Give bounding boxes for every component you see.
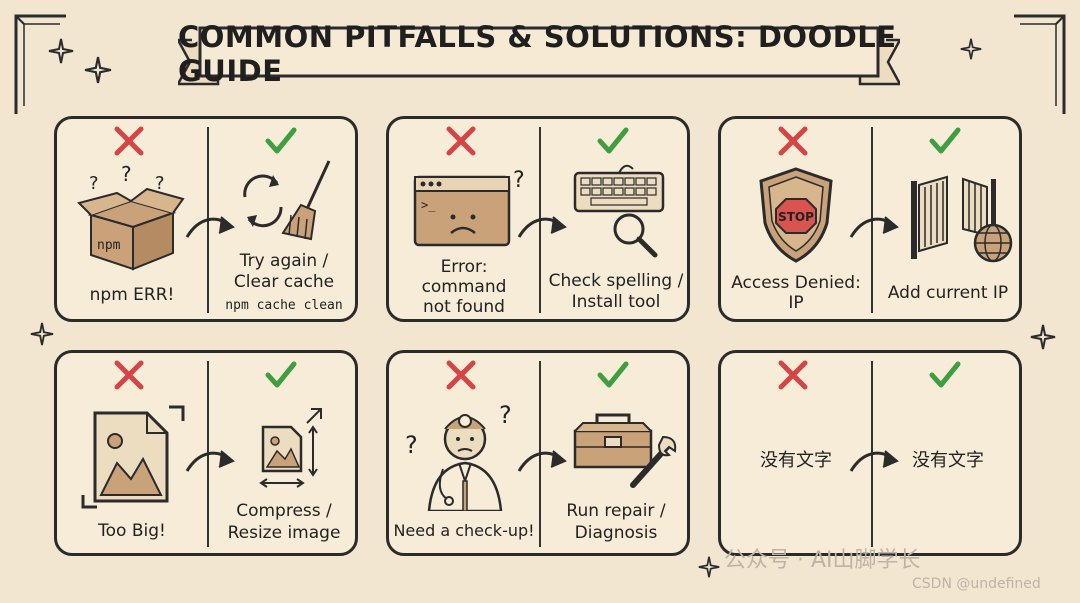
pitfall-card-checkup: ? ? Need a check-up! (386, 350, 690, 556)
svg-text:npm: npm (97, 238, 121, 253)
svg-text:?: ? (499, 401, 512, 429)
solution-panel: Try again / Clear cache npm cache clean (209, 119, 359, 319)
sparkle-icon (48, 38, 74, 64)
solution-label-line2: Clear cache (233, 272, 335, 292)
pitfall-card-npm: ? ? ? npm npm ERR! (54, 116, 358, 322)
cross-mark-icon (778, 126, 808, 156)
solution-panel: Add current IP (873, 119, 1023, 319)
check-mark-icon (265, 361, 297, 388)
cross-mark-icon (114, 360, 144, 390)
doctor-icon: ? ? (405, 401, 512, 511)
solution-label-line1: Check spelling / (548, 271, 684, 291)
large-image-icon (81, 405, 185, 509)
corner-ornament-top-left (14, 14, 66, 114)
refresh-broom-icon (243, 160, 331, 241)
cross-mark-icon (114, 126, 144, 156)
solution-panel: Check spelling / Install tool (541, 119, 691, 319)
toolbox-icon (573, 413, 677, 488)
solution-label-line2: Install tool (571, 292, 661, 312)
box-icon: ? ? ? npm (77, 163, 185, 271)
problem-panel: ? ? ? npm npm ERR! (57, 119, 207, 319)
svg-text:?: ? (89, 173, 99, 194)
solution-label-line1: Try again / (239, 251, 329, 271)
sparkle-icon (1030, 324, 1056, 350)
problem-panel: >_ ? Error: command not found (389, 119, 539, 319)
sparkle-icon (30, 322, 54, 346)
problem-panel: 没有文字 (721, 353, 871, 553)
sparkle-icon (960, 38, 982, 60)
svg-text:?: ? (121, 163, 132, 186)
page-title: COMMON PITFALLS & SOLUTIONS: DOODLE GUID… (178, 20, 897, 88)
cross-mark-icon (778, 360, 808, 390)
pitfall-card-access: STOP Access Denied: IP Add current IP (718, 116, 1022, 322)
arrow-right-icon (517, 216, 567, 238)
svg-text:>_: >_ (421, 198, 436, 212)
problem-label-line1: Error: (440, 257, 488, 277)
arrow-right-icon (849, 450, 899, 472)
svg-text:?: ? (513, 168, 525, 193)
check-mark-icon (929, 361, 961, 388)
problem-label-line2: IP (788, 293, 804, 313)
gate-globe-icon (911, 175, 1013, 263)
sparkle-icon (698, 556, 720, 578)
check-mark-icon (597, 361, 629, 388)
arrow-right-icon (185, 450, 235, 472)
solution-label-line1: Run repair / (566, 501, 666, 521)
solution-panel: 没有文字 (873, 353, 1023, 553)
problem-label: Need a check-up! (393, 521, 535, 540)
solution-label-line2: Resize image (227, 523, 341, 543)
svg-text:?: ? (155, 173, 165, 194)
title-banner (178, 26, 900, 86)
solution-label-line1: Compress / (236, 501, 332, 521)
arrow-right-icon (517, 450, 567, 472)
stop-sign-text: STOP (778, 210, 814, 224)
problem-label-line2: command (421, 277, 507, 297)
solution-label: 没有文字 (912, 450, 984, 471)
corner-ornament-top-right (1014, 14, 1066, 114)
pitfall-card-empty: 没有文字 没有文字 (718, 350, 1022, 556)
problem-panel: STOP Access Denied: IP (721, 119, 871, 319)
solution-label: Add current IP (887, 283, 1009, 303)
arrow-right-icon (185, 216, 235, 238)
problem-label: npm ERR! (89, 285, 175, 305)
keyboard-search-icon (573, 164, 665, 258)
check-mark-icon (929, 127, 961, 154)
watermark-csdn: CSDN @undefined (912, 576, 1041, 592)
pitfall-card-image-size: Too Big! Compress / Resize image (54, 350, 358, 556)
resize-icon (259, 408, 322, 488)
check-mark-icon (265, 127, 297, 154)
solution-panel: Compress / Resize image (209, 353, 359, 553)
problem-label-line3: not found (423, 297, 505, 317)
problem-panel: ? ? Need a check-up! (389, 353, 539, 553)
cross-mark-icon (446, 126, 476, 156)
sparkle-icon (84, 56, 112, 84)
problem-label-line1: Access Denied: (731, 273, 861, 293)
terminal-icon: >_ ? (413, 168, 525, 247)
solution-panel: Run repair / Diagnosis (541, 353, 691, 553)
problem-label: Too Big! (98, 521, 166, 541)
solution-command: npm cache clean (225, 298, 343, 313)
solution-label-line2: Diagnosis (574, 523, 658, 543)
shield-stop-icon (759, 167, 833, 263)
watermark: 公众号 · AI山脚学长 (724, 548, 921, 573)
problem-label: 没有文字 (760, 450, 832, 471)
cross-mark-icon (446, 360, 476, 390)
svg-text:?: ? (405, 431, 418, 459)
pitfall-card-command: >_ ? Error: command not found (386, 116, 690, 322)
problem-panel: Too Big! (57, 353, 207, 553)
arrow-right-icon (849, 216, 899, 238)
check-mark-icon (597, 127, 629, 154)
